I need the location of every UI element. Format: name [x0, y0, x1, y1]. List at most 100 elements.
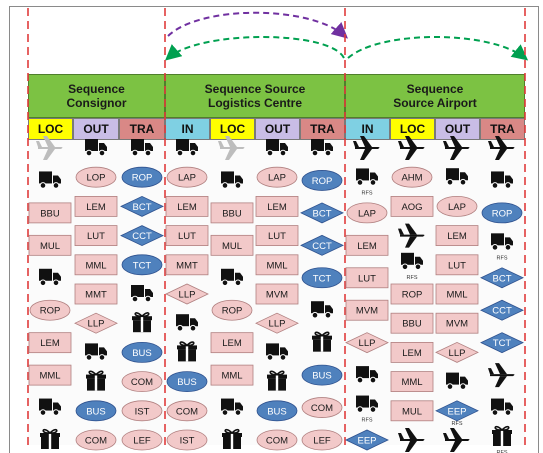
airplane-icon — [443, 136, 470, 160]
step-lem: LEM — [74, 195, 118, 217]
step-mml: MML — [255, 254, 299, 276]
step-cct: CCT — [480, 299, 524, 321]
step-label: LOP — [86, 173, 105, 184]
step-label: LLP — [179, 290, 196, 301]
gift-icon — [86, 370, 106, 391]
step-llp: LLP — [74, 312, 118, 334]
airport-in-label: IN — [345, 118, 390, 140]
truck-icon — [131, 285, 153, 303]
step-label: AOG — [401, 202, 422, 213]
step-llp: LLP — [435, 341, 479, 363]
rfs-label: RFS — [362, 190, 373, 196]
step-llp: LLP — [165, 283, 209, 305]
consignor-tra-label: TRA — [119, 118, 165, 140]
step-label: LEM — [86, 202, 106, 213]
arrow-airport-to-logistics — [164, 36, 345, 61]
step-label: LUT — [87, 231, 105, 242]
airplane-icon — [488, 136, 515, 160]
step-label: COM — [266, 436, 288, 447]
step-label: MMT — [85, 290, 107, 301]
step-label: LLP — [359, 338, 376, 349]
step-label: LUT — [358, 273, 376, 284]
step-label: CCT — [132, 231, 152, 242]
step-label: ROP — [492, 208, 513, 219]
frame-right-border — [538, 6, 539, 453]
rfs-label: RFS — [497, 255, 508, 261]
step-mml: MML — [390, 371, 434, 393]
step-label: ROP — [312, 176, 333, 187]
step-lap: LAP — [346, 202, 388, 224]
step-label: LEM — [447, 231, 467, 242]
truck-icon — [356, 366, 378, 384]
step-label: BUS — [312, 371, 332, 382]
step-mul: MUL — [390, 400, 434, 422]
step-label: LLP — [449, 348, 466, 359]
step-lem: LEM — [210, 332, 254, 354]
rfs-label: RFS — [407, 275, 418, 281]
gift-icon — [222, 428, 242, 449]
step-tct: TCT — [301, 267, 343, 289]
airplane-grey-icon — [218, 136, 245, 160]
airport-out-label: OUT — [435, 118, 480, 140]
step-label: LAP — [358, 208, 376, 219]
step-label: MML — [446, 290, 467, 301]
step-label: MUL — [222, 241, 242, 252]
step-label: MVM — [446, 319, 468, 330]
truck-icon — [176, 314, 198, 332]
step-bbu: BBU — [28, 202, 72, 224]
step-label: COM — [131, 377, 153, 388]
gift-icon — [177, 341, 197, 362]
step-bus: BUS — [256, 400, 298, 422]
step-label: COM — [176, 406, 198, 417]
step-label: ROP — [222, 306, 243, 317]
step-tct: TCT — [480, 332, 524, 354]
step-label: BBU — [222, 208, 242, 219]
step-label: LEM — [357, 241, 377, 252]
step-com: COM — [121, 371, 163, 393]
gift-icon — [40, 428, 60, 449]
frame-top-border — [9, 6, 539, 7]
airplane-icon — [398, 136, 425, 160]
step-com: COM — [301, 397, 343, 418]
step-rop: ROP — [481, 202, 523, 224]
gift-icon — [267, 370, 287, 391]
airplane-icon — [398, 223, 425, 248]
step-label: MUL — [40, 241, 60, 252]
step-ahm: AHM — [391, 166, 433, 188]
airplane-grey-icon — [36, 136, 63, 160]
step-label: LEF — [313, 436, 331, 447]
step-lap: LAP — [166, 166, 208, 188]
truck-icon: RFS — [401, 252, 423, 281]
step-bus: BUS — [75, 400, 117, 422]
step-mvm: MVM — [345, 299, 389, 321]
truck-icon — [266, 139, 288, 157]
step-label: MVM — [266, 290, 288, 301]
airport-tra-label: TRA — [480, 118, 525, 140]
airport-loc-label: LOC — [390, 118, 435, 140]
step-label: BBU — [402, 319, 422, 330]
step-ist: IST — [166, 429, 208, 451]
step-mul: MUL — [28, 234, 72, 256]
step-lut: LUT — [435, 254, 479, 276]
step-mmt: MMT — [165, 254, 209, 276]
step-label: MUL — [402, 406, 422, 417]
truck-icon — [39, 268, 61, 287]
truck-icon — [311, 139, 333, 157]
airplane-icon — [398, 428, 425, 452]
step-label: BUS — [267, 406, 287, 417]
step-lem: LEM — [165, 195, 209, 217]
step-mvm: MVM — [255, 283, 299, 305]
step-bbu: BBU — [390, 312, 434, 334]
step-label: TCT — [133, 260, 152, 271]
truck-icon — [39, 171, 61, 189]
step-label: AHM — [401, 173, 422, 184]
step-rop: ROP — [390, 283, 434, 305]
step-mml: MML — [210, 364, 254, 386]
step-cct: CCT — [120, 225, 164, 247]
step-label: MML — [401, 377, 422, 388]
step-com: COM — [75, 429, 117, 451]
